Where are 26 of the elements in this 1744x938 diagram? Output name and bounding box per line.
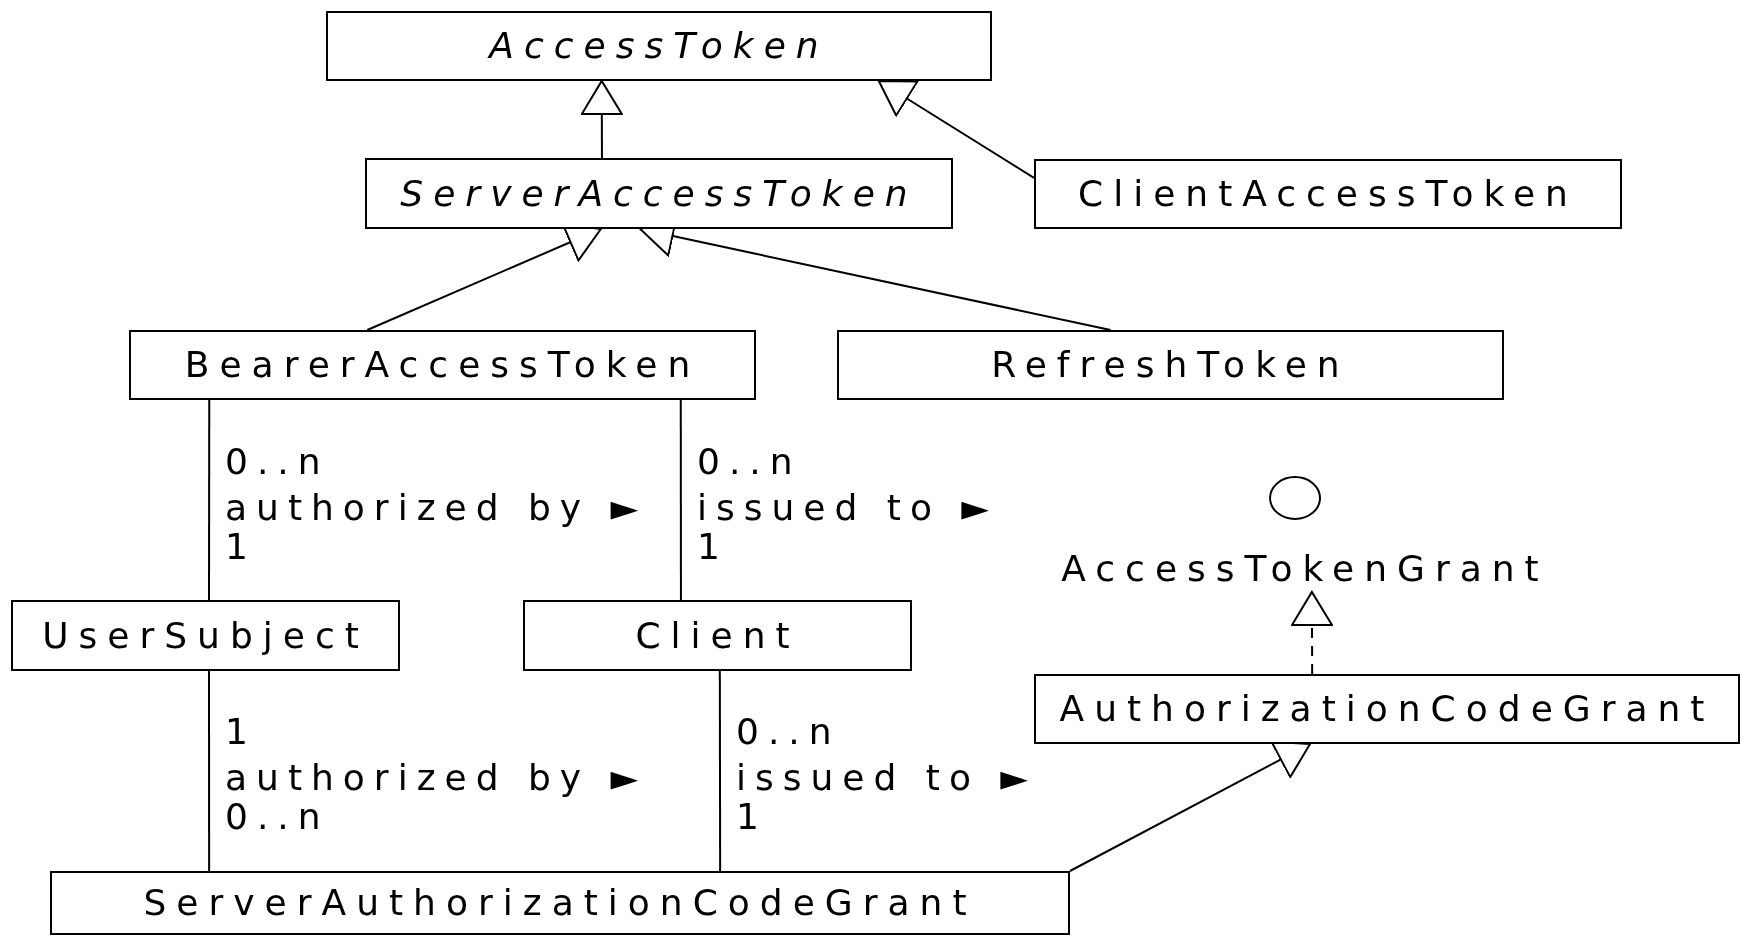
class-box bbox=[365, 158, 953, 229]
class-box bbox=[1034, 674, 1740, 744]
class-name: ServerAuthorizationCodeGrant bbox=[143, 883, 977, 923]
realization-arrow bbox=[1291, 591, 1333, 675]
class-name: ClientAccessToken bbox=[1078, 174, 1578, 214]
class-box bbox=[523, 600, 912, 671]
class-box bbox=[50, 871, 1070, 935]
generalization-arrow bbox=[580, 80, 623, 159]
association-line bbox=[208, 670, 211, 872]
class-name: UserSubject bbox=[42, 615, 369, 656]
class-name: RefreshToken bbox=[991, 345, 1350, 385]
generalization-arrow bbox=[877, 80, 1035, 179]
class-name: ServerAccessToken bbox=[400, 173, 918, 214]
class-box bbox=[1034, 159, 1622, 229]
class-name: AuthorizationCodeGrant bbox=[1059, 689, 1715, 729]
class-name: AccessToken bbox=[489, 26, 829, 66]
association-line bbox=[208, 399, 211, 601]
class-box bbox=[326, 11, 992, 81]
association-line bbox=[718, 670, 722, 872]
class-box bbox=[11, 600, 400, 671]
association-line bbox=[679, 399, 682, 601]
class-name: Client bbox=[635, 615, 800, 656]
interface-name: AccessTokenGrant bbox=[1061, 549, 1549, 589]
class-name: BearerAccessToken bbox=[184, 345, 701, 385]
class-box bbox=[837, 330, 1504, 400]
class-box bbox=[129, 330, 756, 400]
